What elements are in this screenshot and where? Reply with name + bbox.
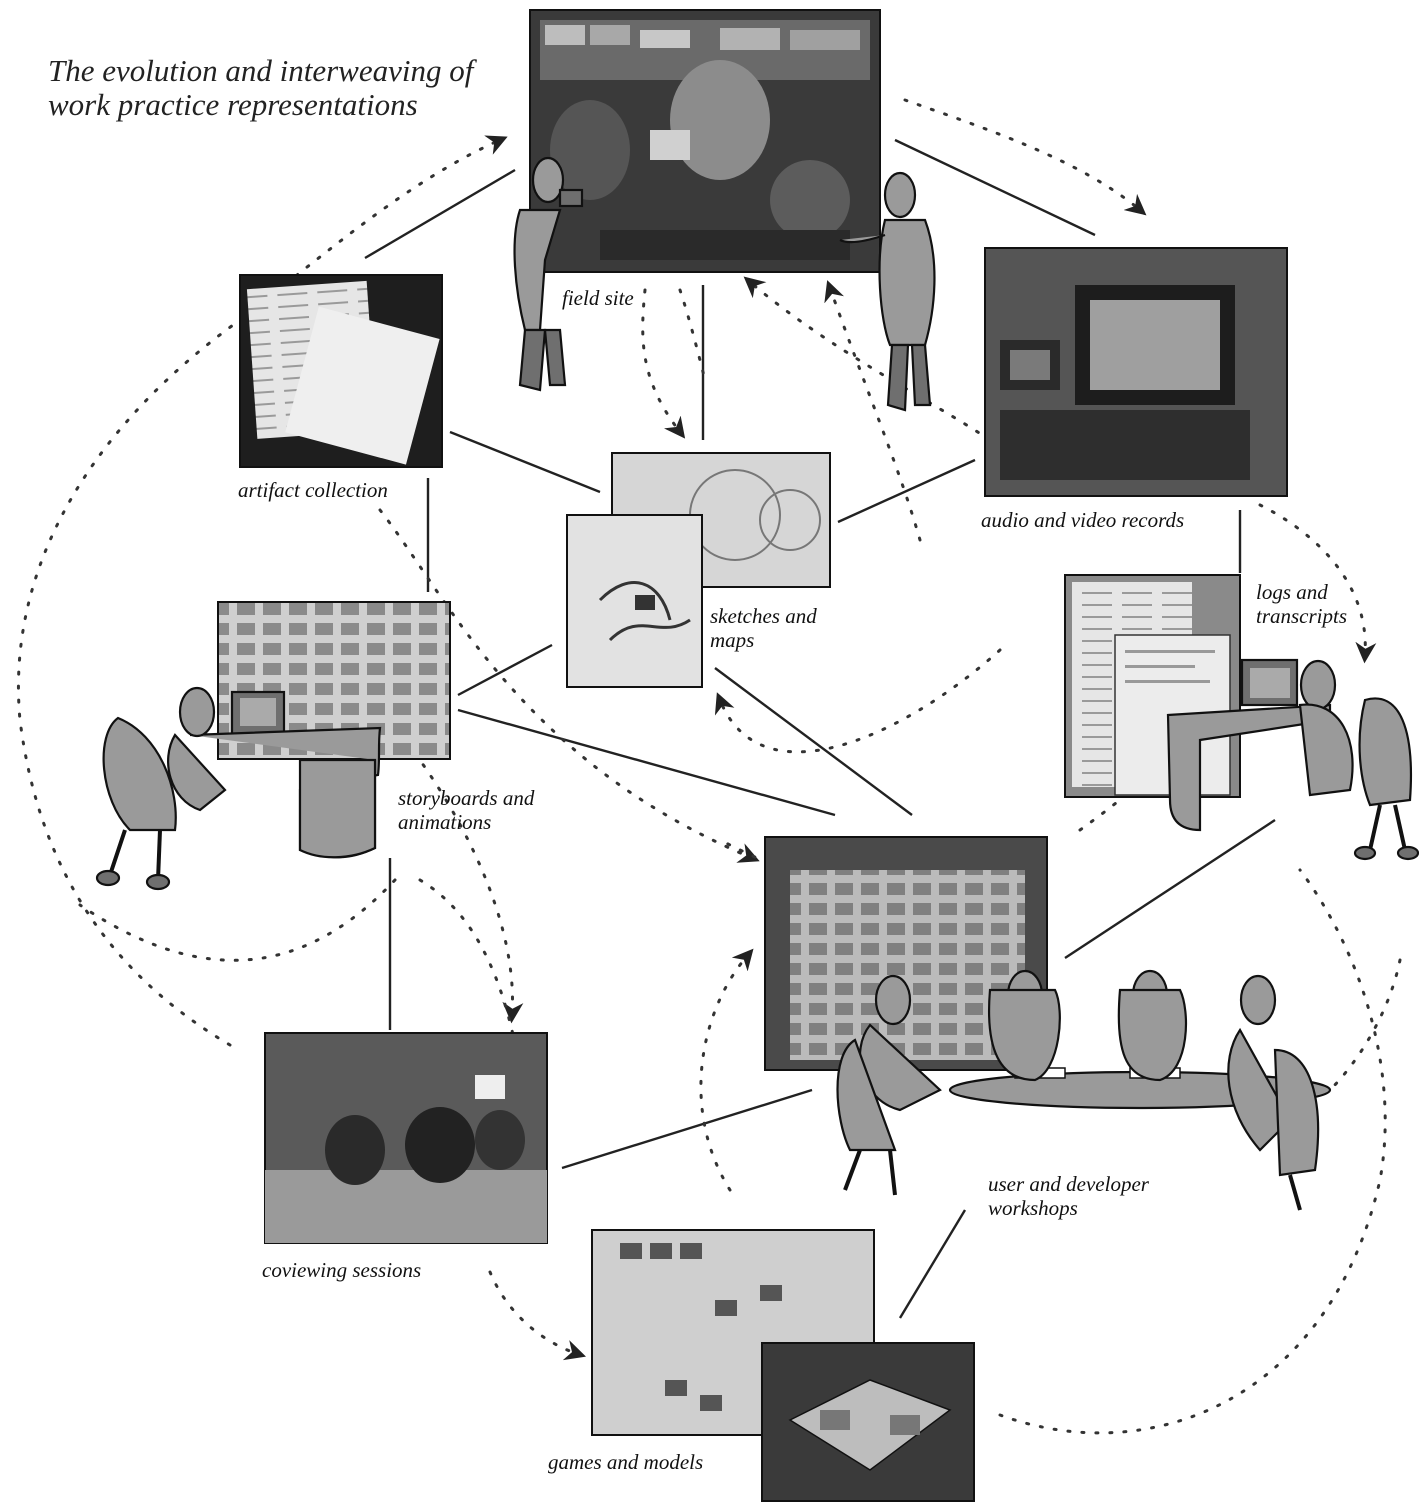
solid-connectors bbox=[364, 138, 1276, 1319]
label-sketches-maps: sketches and maps bbox=[710, 604, 817, 652]
games-models-photo bbox=[591, 1229, 975, 1502]
sketches-maps-photo bbox=[566, 452, 831, 688]
coviewing-photo bbox=[264, 1032, 548, 1244]
label-sketches-line-1: sketches and bbox=[710, 604, 817, 628]
field-site-photo bbox=[529, 9, 881, 273]
workshop-wall-photo bbox=[764, 836, 1048, 1071]
label-sketches-line-2: maps bbox=[710, 628, 755, 652]
audio-video-photo bbox=[984, 247, 1288, 497]
label-logs-transcripts: logs and transcripts bbox=[1256, 580, 1347, 628]
workshop-table-figures bbox=[836, 969, 1332, 1211]
diagram-title: The evolution and interweaving of work p… bbox=[48, 54, 473, 122]
label-workshops-line-1: user and developer bbox=[988, 1172, 1149, 1196]
artifact-collection-photo bbox=[239, 274, 443, 468]
label-workshops-line-2: workshops bbox=[988, 1196, 1078, 1220]
label-coviewing: coviewing sessions bbox=[262, 1258, 422, 1282]
observer-figure-left bbox=[513, 156, 584, 392]
label-storyboards-line-1: storyboards and bbox=[398, 786, 535, 810]
label-storyboards-line-2: animations bbox=[398, 810, 492, 834]
label-artifact-collection: artifact collection bbox=[238, 478, 388, 502]
storyboard-workstation-figure bbox=[95, 686, 382, 891]
logs-transcripts-photo bbox=[1064, 574, 1241, 798]
label-field-site: field site bbox=[562, 286, 634, 310]
title-line-1: The evolution and interweaving of bbox=[48, 53, 474, 88]
label-games-models: games and models bbox=[548, 1450, 704, 1474]
label-storyboards: storyboards and animations bbox=[398, 786, 534, 834]
logs-workstation-figure bbox=[1166, 658, 1419, 861]
title-line-2: work practice representations bbox=[48, 87, 418, 122]
label-logs-line-2: transcripts bbox=[1256, 604, 1348, 628]
label-workshops: user and developer workshops bbox=[988, 1172, 1149, 1220]
observer-figure-right bbox=[839, 171, 936, 412]
label-audio-video: audio and video records bbox=[981, 508, 1185, 532]
label-logs-line-1: logs and bbox=[1256, 580, 1328, 604]
